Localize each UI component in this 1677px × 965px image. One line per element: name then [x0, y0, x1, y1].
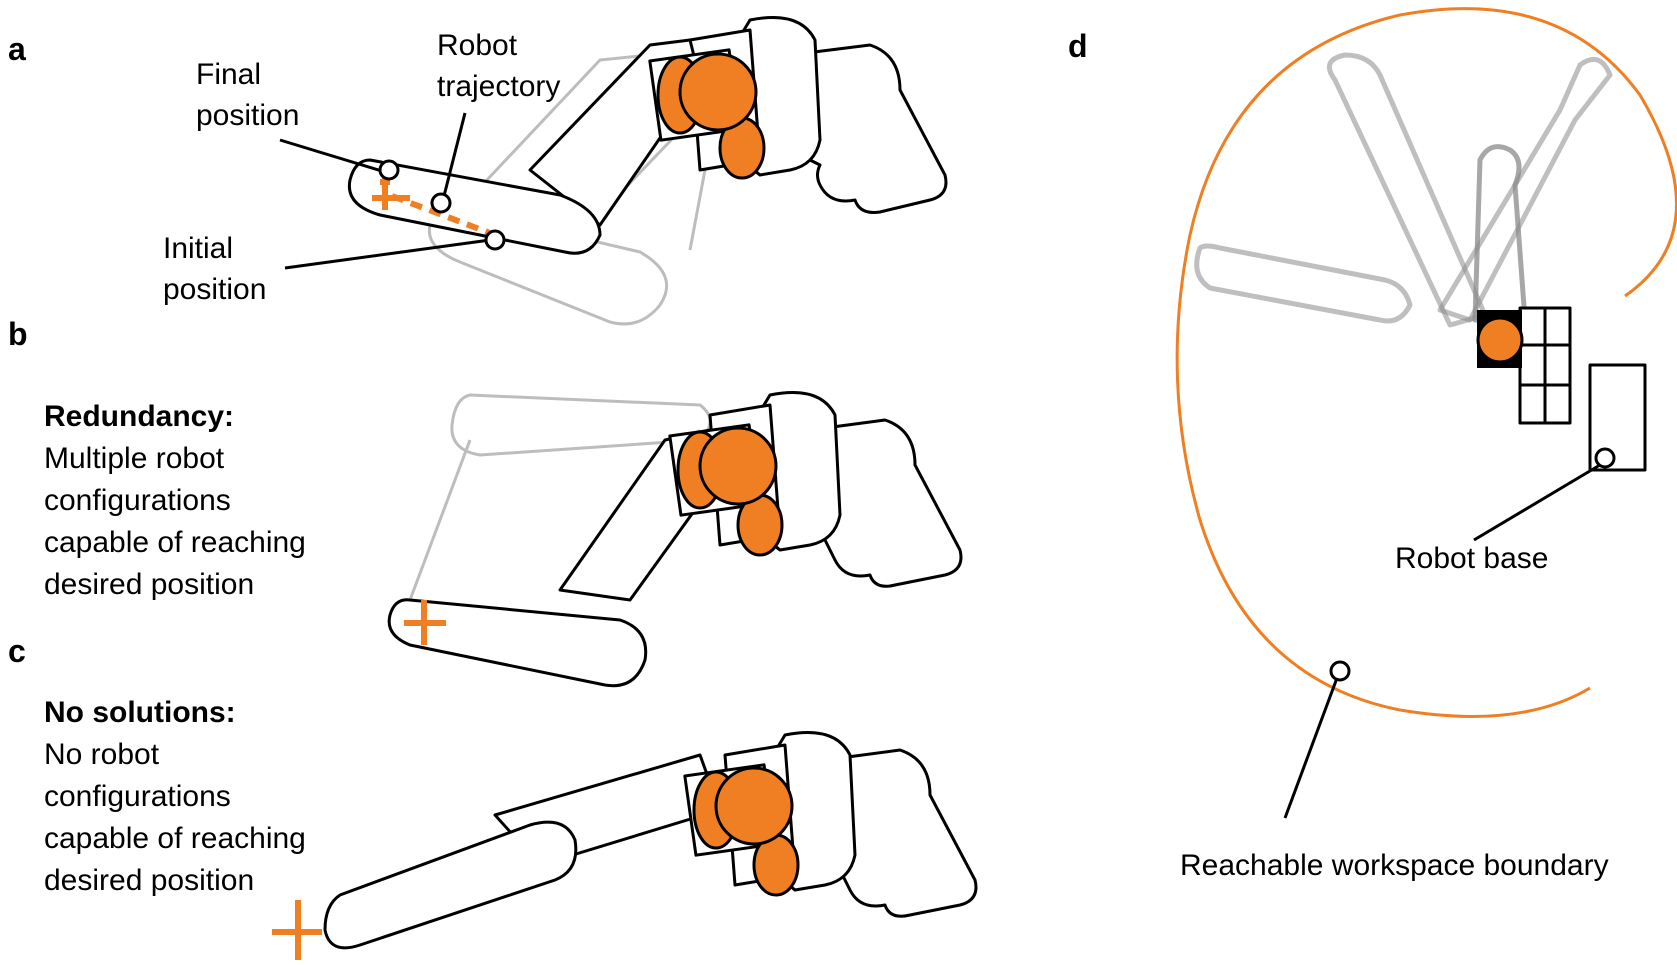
trajectory-leader	[441, 112, 467, 201]
trajectory-marker	[430, 192, 452, 214]
initial-position-marker	[484, 229, 506, 251]
redundancy-body-line4: desired position	[44, 568, 254, 601]
initial-position-leader	[284, 238, 491, 270]
target-cross-b	[404, 600, 446, 645]
final-position-leader	[279, 138, 386, 174]
robot-arm-c	[323, 731, 978, 950]
robot-arm-ghost-positions	[1194, 52, 1613, 328]
redundancy-heading: Redundancy:	[44, 400, 234, 433]
no-solutions-heading: No solutions:	[44, 696, 236, 729]
no-solutions-body-line3: capable of reaching	[44, 822, 306, 855]
initial-position-label-line2: position	[163, 273, 266, 306]
robot-base-label: Robot base	[1395, 542, 1548, 575]
redundancy-body-line1: Multiple robot	[44, 442, 225, 475]
robot-arm-b	[387, 391, 963, 688]
end-effector-joint	[1476, 316, 1524, 364]
robot-trajectory-path	[372, 176, 492, 236]
robot-arm-d	[1476, 306, 1647, 472]
robot-trajectory-label-line2: trajectory	[437, 70, 560, 103]
panel-d: d Robot base Reachable workspace boundar…	[1068, 7, 1677, 882]
redundancy-body-line3: capable of reaching	[44, 526, 306, 559]
robot-arm-final	[347, 16, 948, 255]
redundancy-body-line2: configurations	[44, 484, 231, 517]
no-solutions-body-line2: configurations	[44, 780, 231, 813]
reachable-workspace-boundary-curve	[1175, 7, 1677, 718]
no-solutions-body-line1: No robot	[44, 738, 160, 771]
panel-a: a Final p	[8, 16, 948, 326]
panel-c: c No solutions: No robot configurations …	[8, 633, 978, 960]
robot-trajectory-label-line1: Robot	[437, 29, 518, 62]
panel-d-letter: d	[1068, 28, 1088, 64]
workspace-boundary-leader	[1283, 677, 1339, 819]
final-position-marker	[378, 159, 400, 181]
panel-c-letter: c	[8, 633, 26, 669]
target-cross-c	[272, 900, 322, 960]
workspace-boundary-label: Reachable workspace boundary	[1180, 849, 1609, 882]
initial-position-label-line1: Initial	[163, 232, 233, 265]
panel-b: b Redundancy: Multiple robot configurati…	[8, 316, 963, 688]
robot-base-leader	[1473, 460, 1606, 542]
final-position-label-line1: Final	[196, 58, 261, 91]
no-solutions-body-line4: desired position	[44, 864, 254, 897]
robot-base-marker	[1594, 447, 1616, 469]
final-position-label-line2: position	[196, 99, 299, 132]
panel-b-letter: b	[8, 316, 28, 352]
panel-a-letter: a	[8, 31, 26, 67]
workspace-boundary-marker	[1329, 660, 1351, 682]
